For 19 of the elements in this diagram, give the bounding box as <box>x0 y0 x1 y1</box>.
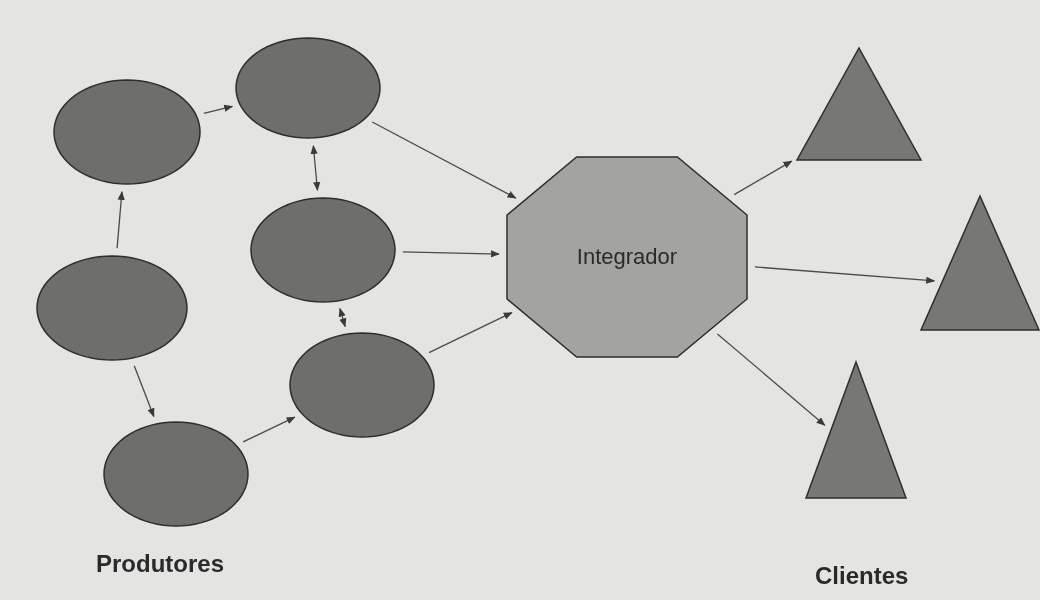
arrow <box>338 307 347 328</box>
arrow <box>371 121 517 199</box>
client-triangle <box>806 362 906 498</box>
node-label: Integrador <box>576 244 678 270</box>
group-label: Produtores <box>96 550 224 578</box>
arrow <box>242 416 296 443</box>
arrow <box>116 190 125 249</box>
arrow <box>733 160 793 196</box>
arrow <box>203 104 234 114</box>
integrator-octagon <box>507 157 747 357</box>
client-triangle <box>797 48 921 160</box>
arrow <box>754 266 936 284</box>
arrow <box>716 333 826 426</box>
client-triangle <box>921 196 1039 330</box>
arrow <box>133 365 155 418</box>
group-label: Clientes <box>815 562 909 590</box>
arrow <box>428 311 513 354</box>
arrow <box>402 250 500 258</box>
arrow <box>310 144 321 192</box>
